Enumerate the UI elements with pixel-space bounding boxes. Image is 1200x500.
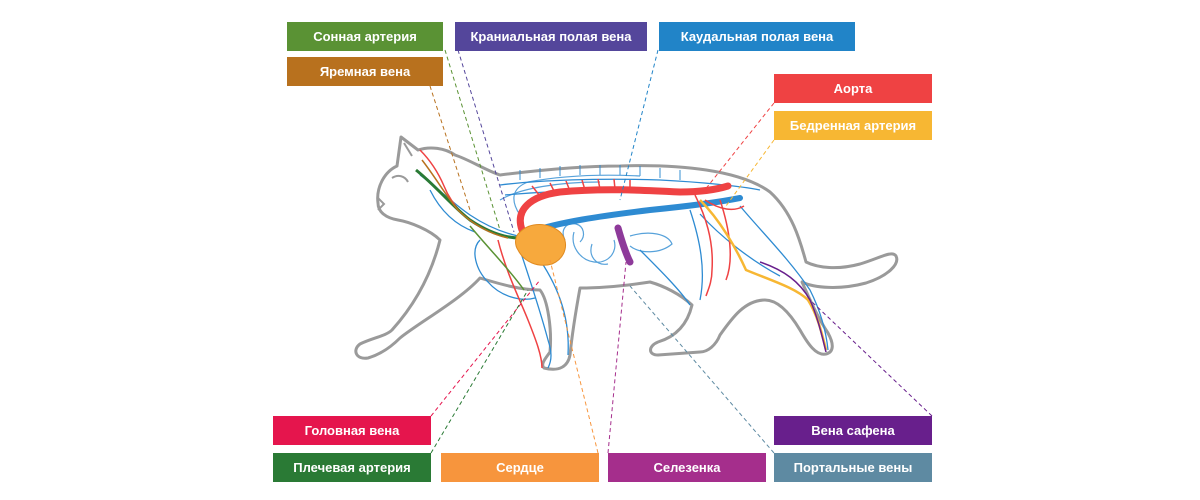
spleen-organ (614, 224, 634, 266)
label-femoral-artery: Бедренная артерия (774, 111, 932, 140)
label-saphenous-vein: Вена сафена (774, 416, 932, 445)
jugular-vessel (421, 159, 509, 239)
veins (419, 174, 829, 369)
leader-femoral (725, 139, 775, 207)
femoral-artery-vessel (699, 199, 828, 351)
label-heart: Сердце (441, 453, 599, 482)
leader-heart (549, 259, 599, 454)
leader-portal (629, 285, 775, 454)
leader-caudal (619, 49, 659, 201)
leader-spleen (607, 261, 627, 454)
leader-lines (429, 49, 933, 454)
cat-nose (377, 197, 386, 211)
leader-saphena (809, 299, 933, 417)
label-cranial-vena-cava: Краниальная полая вена (455, 22, 647, 51)
label-caudal-vena-cava: Каудальная полая вена (659, 22, 855, 51)
caudal-vena-cava (527, 195, 743, 235)
leader-jugular (429, 85, 471, 211)
label-cephalic-vein: Головная вена (273, 416, 431, 445)
label-brachial-artery: Плечевая артерия (273, 453, 431, 482)
leader-aorta (699, 102, 775, 197)
label-carotid-artery: Сонная артерия (287, 22, 443, 51)
label-spleen: Селезенка (608, 453, 766, 482)
leader-carotid (444, 49, 501, 231)
cat-eye (391, 174, 409, 183)
label-aorta: Аорта (774, 74, 932, 103)
brachial-vessel (469, 225, 525, 291)
aorta-vessel (516, 182, 732, 234)
carotid-vessel (415, 168, 521, 240)
leader-cranial (457, 49, 515, 233)
heart-organ (515, 224, 567, 266)
saphena-vessel (759, 261, 827, 353)
label-portal-veins: Портальные вены (774, 453, 932, 482)
lungs (499, 165, 681, 265)
label-jugular-vein: Яремная вена (287, 57, 443, 86)
cat-outline (354, 135, 899, 371)
cat-ear (403, 142, 413, 157)
leader-cephalic (430, 279, 541, 417)
leader-brachial (430, 289, 529, 454)
